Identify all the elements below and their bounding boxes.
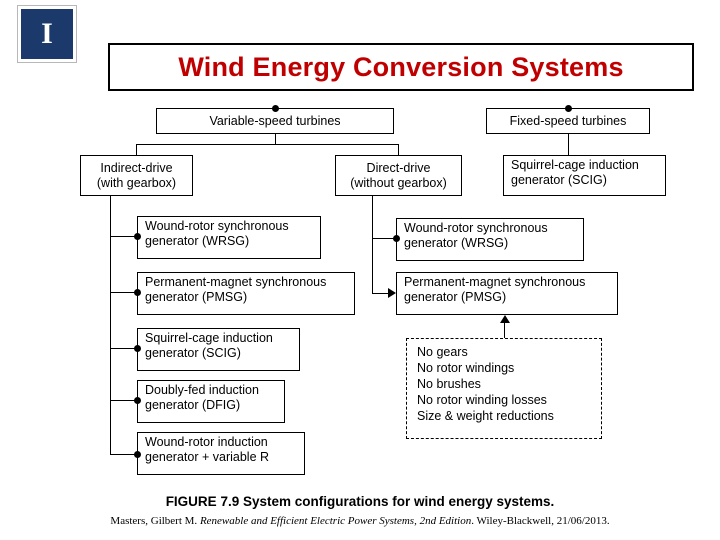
node-label-line2: (without gearbox) — [350, 175, 447, 190]
junction-dot-fst — [565, 105, 572, 112]
note-line: No brushes — [417, 377, 481, 391]
note-line: Size & weight reductions — [417, 409, 554, 423]
connector-indirect-branch-5 — [110, 454, 137, 455]
junction-dot-direct-1 — [393, 235, 400, 242]
note-line: No rotor windings — [417, 361, 515, 375]
slide-title-banner: Wind Energy Conversion Systems — [108, 43, 694, 91]
node-label-line2: generator (WRSG) — [145, 233, 250, 248]
node-pmsg-direct: Permanent-magnet synchronous generator (… — [396, 272, 618, 315]
node-label-line1: Wound-rotor induction — [145, 435, 268, 449]
connector-to-direct — [398, 144, 399, 155]
connector-to-indirect — [136, 144, 137, 155]
note-line: No rotor winding losses — [417, 393, 547, 407]
node-label-line1: Squirrel-cage induction — [511, 158, 639, 172]
junction-dot-indirect-4 — [134, 397, 141, 404]
node-direct-drive: Direct-drive (without gearbox) — [335, 155, 462, 196]
connector-vst-bar — [136, 144, 399, 145]
credit-title: Renewable and Efficient Electric Power S… — [199, 515, 472, 527]
connector-indirect-branch-2 — [110, 292, 137, 293]
node-wrsg-indirect: Wound-rotor synchronous generator (WRSG) — [137, 216, 321, 259]
node-label: Fixed-speed turbines — [509, 113, 627, 128]
arrow-to-pmsg-direct — [388, 288, 396, 298]
node-label-line1: Wound-rotor synchronous — [145, 219, 289, 233]
node-fixed-speed-turbines: Fixed-speed turbines — [486, 108, 650, 134]
node-label-line2: generator + variable R — [145, 449, 270, 464]
connector-indirect-branch-1 — [110, 236, 137, 237]
junction-dot-indirect-5 — [134, 451, 141, 458]
node-label-line1: Indirect-drive — [100, 160, 173, 175]
page-title: Wind Energy Conversion Systems — [178, 51, 624, 82]
junction-dot-indirect-1 — [134, 233, 141, 240]
node-scig-fixed-speed: Squirrel-cage induction generator (SCIG) — [503, 155, 666, 196]
figure-caption: FIGURE 7.9 System configurations for win… — [165, 494, 555, 509]
node-label-line1: Permanent-magnet synchronous — [404, 275, 586, 289]
arrow-note-to-pmsg — [500, 315, 510, 323]
node-label-line1: Direct-drive — [366, 160, 431, 175]
connector-direct-branch-1 — [372, 238, 396, 239]
source-credit: Masters, Gilbert M. Renewable and Effici… — [0, 515, 720, 527]
junction-dot-vst — [272, 105, 279, 112]
credit-prefix: Masters, Gilbert M. — [110, 515, 200, 527]
publisher-logo: I — [18, 6, 76, 62]
connector-note-stem — [504, 323, 505, 338]
node-wrig-indirect: Wound-rotor induction generator + variab… — [137, 432, 305, 475]
node-label-line1: Squirrel-cage induction — [145, 331, 273, 345]
node-label-line2: (with gearbox) — [96, 175, 177, 190]
node-label-line2: generator (DFIG) — [145, 397, 241, 412]
junction-dot-indirect-3 — [134, 345, 141, 352]
node-label-line2: generator (SCIG) — [145, 345, 241, 360]
node-indirect-drive: Indirect-drive (with gearbox) — [80, 155, 193, 196]
connector-vst-stem — [275, 134, 276, 144]
credit-suffix: . Wiley-Blackwell, 21/06/2013. — [471, 515, 610, 527]
node-label: Variable-speed turbines — [209, 113, 341, 128]
node-variable-speed-turbines: Variable-speed turbines — [156, 108, 394, 134]
connector-indirect-branch-4 — [110, 400, 137, 401]
node-label-line2: generator (PMSG) — [145, 289, 248, 304]
logo-glyph: I — [41, 17, 53, 50]
node-label-line1: Wound-rotor synchronous — [404, 221, 548, 235]
direct-drive-benefits-note: No gears No rotor windings No brushes No… — [406, 338, 602, 439]
connector-direct-spine — [372, 196, 373, 294]
node-dfig-indirect: Doubly-fed induction generator (DFIG) — [137, 380, 285, 423]
node-label-line2: generator (PMSG) — [404, 289, 507, 304]
junction-dot-indirect-2 — [134, 289, 141, 296]
node-pmsg-indirect: Permanent-magnet synchronous generator (… — [137, 272, 355, 315]
node-wrsg-direct: Wound-rotor synchronous generator (WRSG) — [396, 218, 584, 261]
node-label-line1: Permanent-magnet synchronous — [145, 275, 327, 289]
connector-indirect-spine — [110, 196, 111, 454]
connector-fst-stem — [568, 134, 569, 155]
connector-indirect-branch-3 — [110, 348, 137, 349]
node-scig-indirect: Squirrel-cage induction generator (SCIG) — [137, 328, 300, 371]
node-label-line2: generator (SCIG) — [511, 172, 607, 187]
connector-direct-branch-2 — [372, 293, 388, 294]
node-label-line2: generator (WRSG) — [404, 235, 509, 250]
node-label-line1: Doubly-fed induction — [145, 383, 259, 397]
note-line: No gears — [417, 345, 468, 359]
